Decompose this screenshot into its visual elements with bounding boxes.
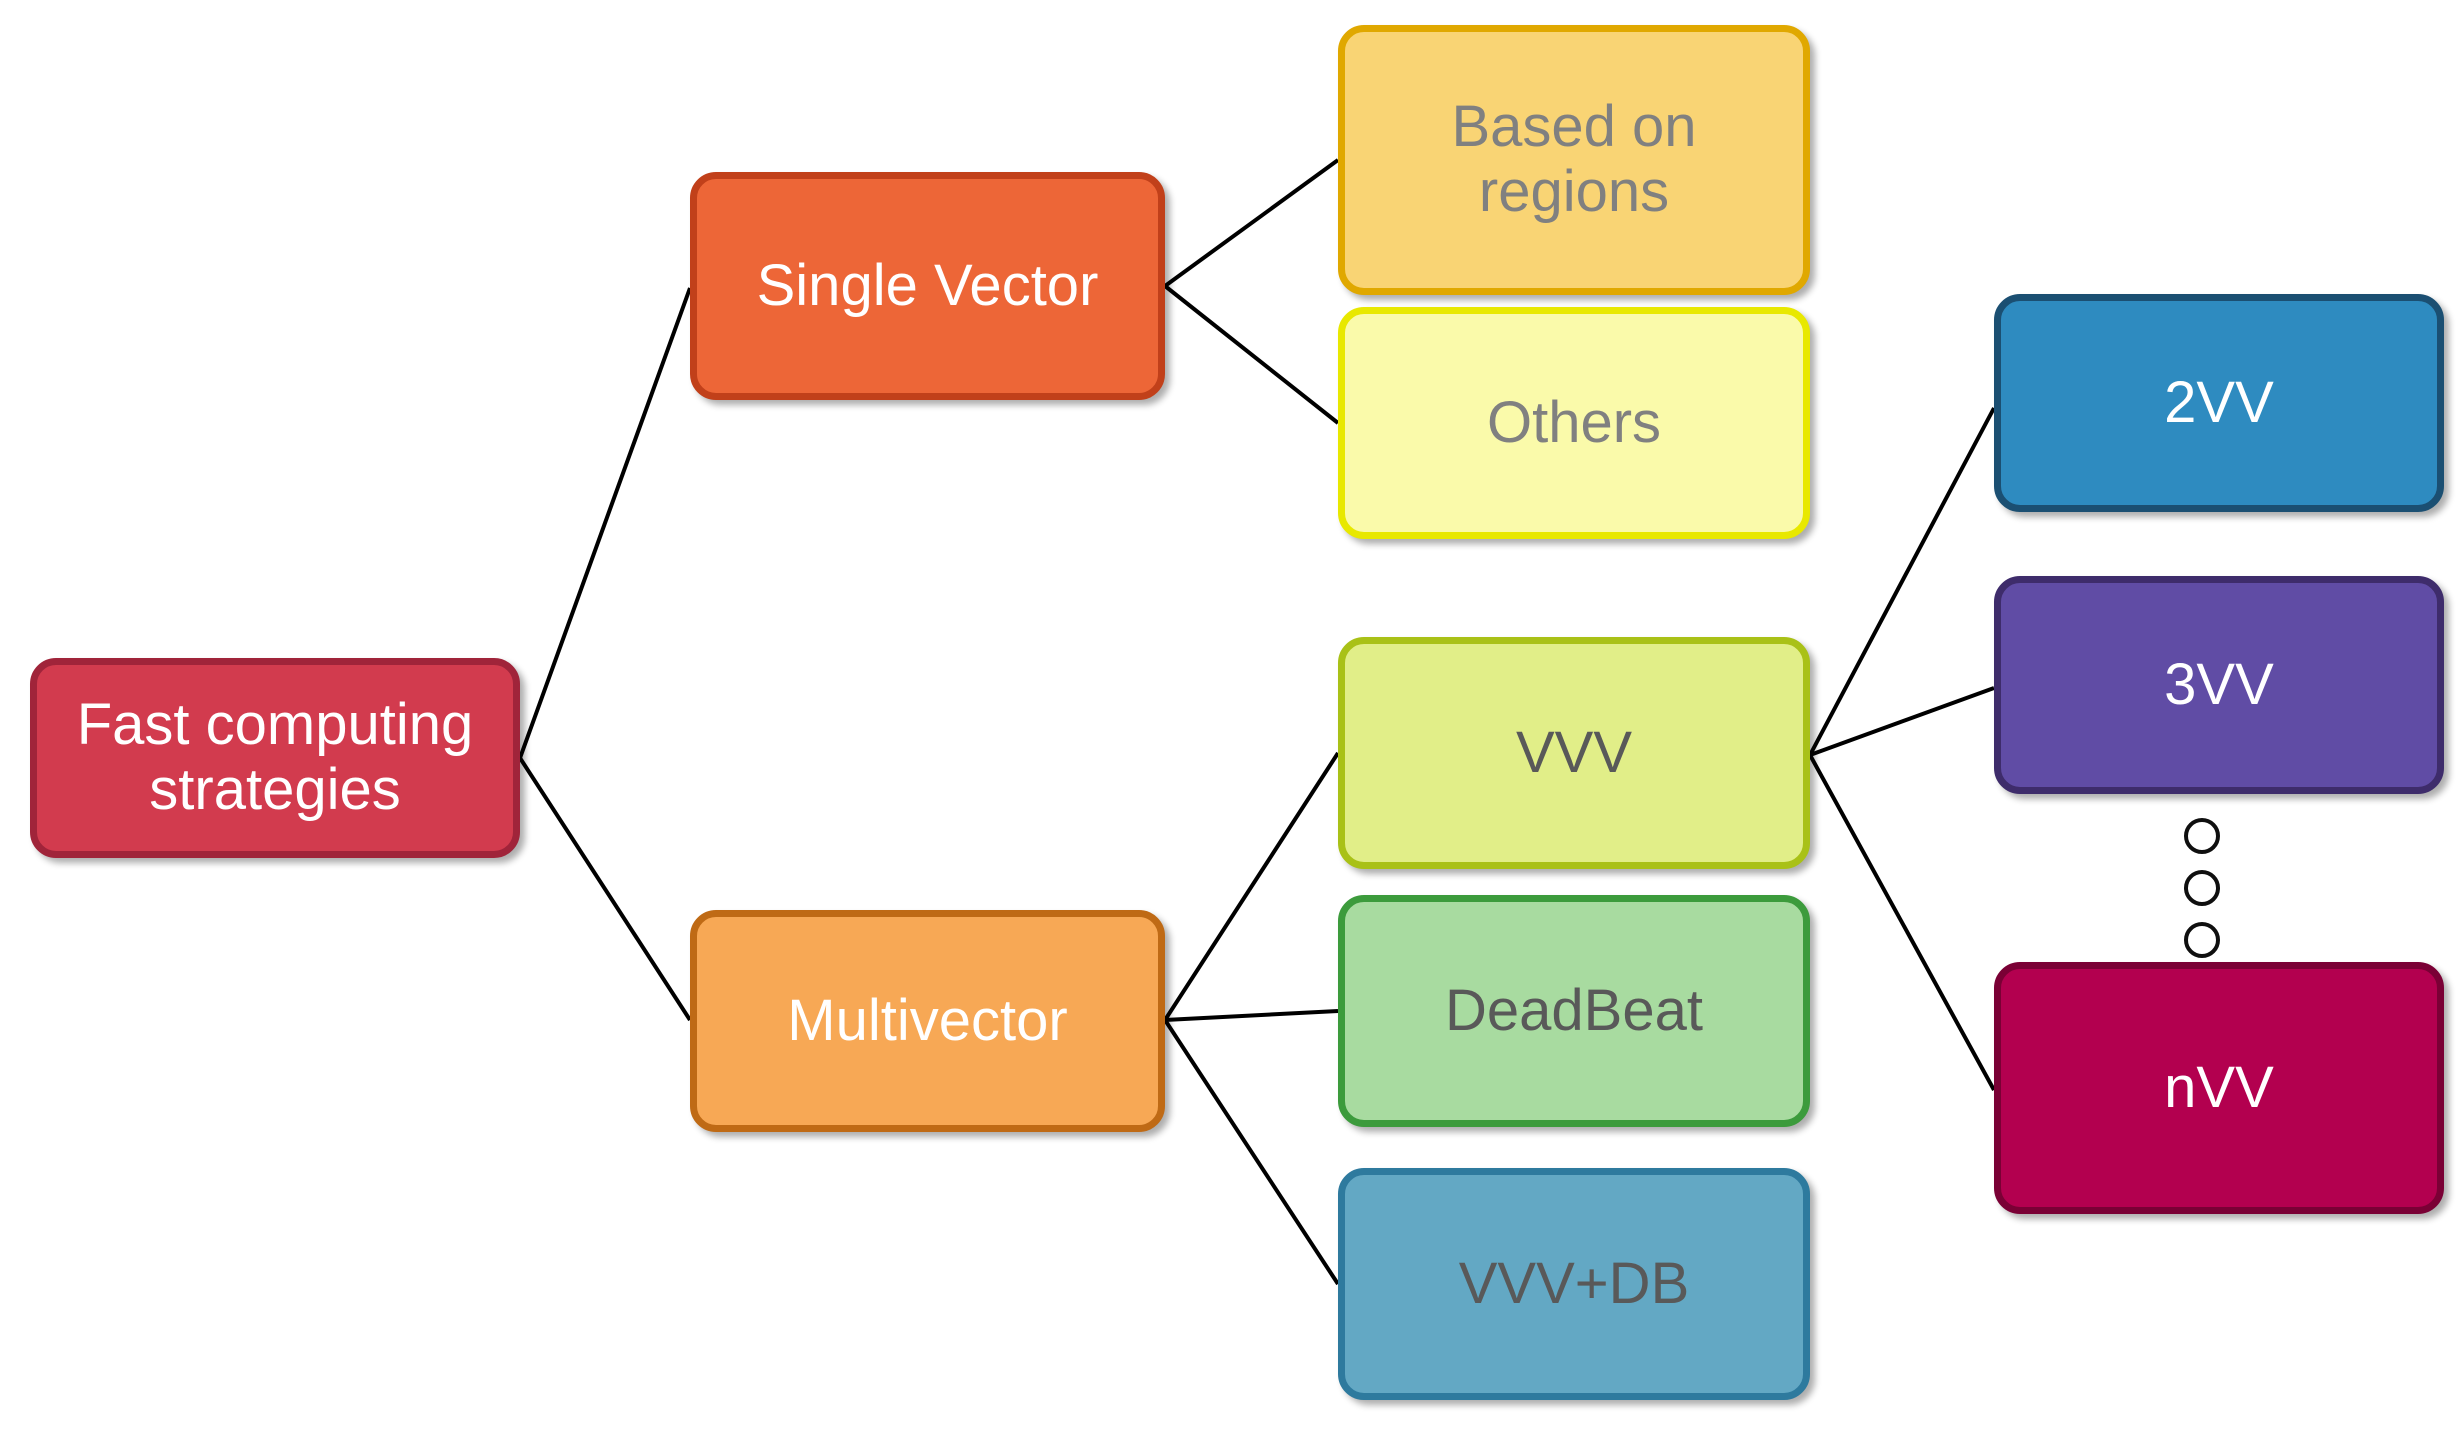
node-3vv[interactable]: 3VV xyxy=(1994,576,2444,794)
connector-multivector-to-vvv_db xyxy=(1163,1018,1340,1286)
connector-root-to-multivector xyxy=(518,756,692,1022)
ellipsis-dot xyxy=(2184,870,2220,906)
node-nvv[interactable]: nVV xyxy=(1994,962,2444,1214)
node-label-vvv: VVV xyxy=(1515,719,1633,785)
connector-vvv-to-two_vv xyxy=(1808,407,1996,756)
node-label-multivector: Multivector xyxy=(787,987,1068,1053)
connector-single_vector-to-others xyxy=(1163,284,1340,425)
node-based-on-regions[interactable]: Based on regions xyxy=(1338,25,1810,295)
connector-vvv-to-three_vv xyxy=(1809,686,1995,757)
node-label-single-vector: Single Vector xyxy=(756,252,1099,318)
node-label-deadbeat: DeadBeat xyxy=(1445,977,1703,1043)
node-label-nvv: nVV xyxy=(2164,1054,2274,1120)
node-fast-computing-strategies[interactable]: Fast computing strategies xyxy=(30,658,520,858)
connector-vvv-to-n_vv xyxy=(1808,754,1996,1091)
node-single-vector[interactable]: Single Vector xyxy=(690,172,1165,400)
node-deadbeat[interactable]: DeadBeat xyxy=(1338,895,1810,1127)
node-label-2vv: 2VV xyxy=(2164,369,2274,435)
node-label-3vv: 3VV xyxy=(2164,651,2274,717)
node-others[interactable]: Others xyxy=(1338,307,1810,539)
node-label-root: Fast computing strategies xyxy=(76,692,474,822)
node-multivector[interactable]: Multivector xyxy=(690,910,1165,1132)
connector-multivector-to-vvv xyxy=(1163,751,1340,1022)
connector-multivector-to-deadbeat xyxy=(1164,1009,1339,1022)
node-label-based-on-regions: Based on regions xyxy=(1451,94,1697,224)
node-vvv-plus-db[interactable]: VVV+DB xyxy=(1338,1168,1810,1400)
ellipsis-dot xyxy=(2184,818,2220,854)
node-label-vvv-plus-db: VVV+DB xyxy=(1458,1250,1690,1316)
connector-single_vector-to-based_on_regions xyxy=(1163,158,1340,288)
vertical-ellipsis-icon xyxy=(2182,818,2222,958)
ellipsis-dot xyxy=(2184,922,2220,958)
node-2vv[interactable]: 2VV xyxy=(1994,294,2444,512)
node-label-others: Others xyxy=(1486,389,1662,455)
node-vvv[interactable]: VVV xyxy=(1338,637,1810,869)
connector-root-to-single_vector xyxy=(518,287,692,759)
